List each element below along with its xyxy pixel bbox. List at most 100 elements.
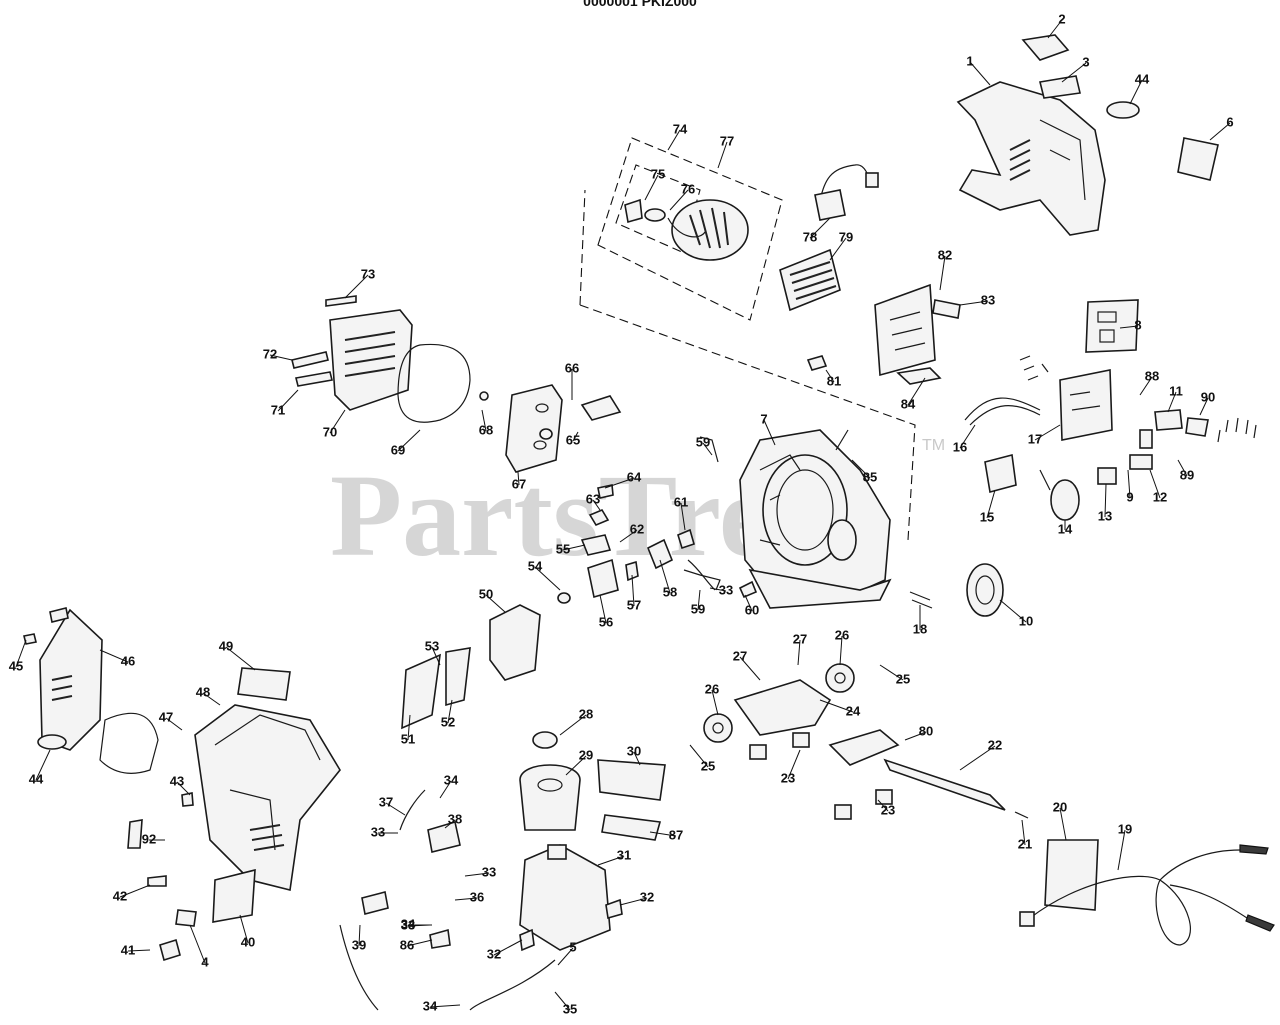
callout-36: 36 xyxy=(470,889,484,904)
callout-63: 63 xyxy=(586,491,600,506)
callout-22: 22 xyxy=(988,737,1002,752)
callout-11: 11 xyxy=(1169,383,1183,398)
stator-group-box xyxy=(597,137,783,321)
control-panel xyxy=(964,299,1257,521)
callout-15: 15 xyxy=(980,509,994,524)
callout-25: 25 xyxy=(701,758,715,773)
leader-line-56 xyxy=(599,594,607,624)
leader-line-68 xyxy=(481,409,487,432)
callout-23: 23 xyxy=(881,802,895,817)
chassis-wheels xyxy=(703,663,1029,820)
leader-line-60 xyxy=(744,594,753,612)
callout-73: 73 xyxy=(361,266,375,281)
callout-10: 10 xyxy=(1019,613,1033,628)
callout-79: 79 xyxy=(839,229,853,244)
leader-line-79 xyxy=(829,237,847,261)
callout-72: 72 xyxy=(263,346,277,361)
leader-line-49 xyxy=(225,646,256,671)
callout-7: 7 xyxy=(760,411,767,426)
leader-line-33 xyxy=(464,872,490,877)
control-panel-decal xyxy=(1085,299,1139,353)
callout-74: 74 xyxy=(673,121,688,136)
callout-45: 45 xyxy=(9,658,23,673)
leader-line-72 xyxy=(269,354,293,361)
callout-39: 39 xyxy=(352,937,366,952)
leader-line-83 xyxy=(959,300,989,306)
callout-52: 52 xyxy=(441,714,455,729)
leader-line-52 xyxy=(447,699,453,724)
callout-70: 70 xyxy=(323,424,337,439)
leader-line-82 xyxy=(939,255,946,291)
callout-66: 66 xyxy=(565,360,579,375)
handle-22 xyxy=(883,758,1006,811)
leader-line-59 xyxy=(702,442,713,456)
leader-line-61 xyxy=(680,502,686,531)
callout-4: 4 xyxy=(201,954,209,969)
callout-25: 25 xyxy=(896,671,910,686)
callout-33: 33 xyxy=(401,917,415,932)
leader-line-57 xyxy=(631,574,635,607)
callout-35: 35 xyxy=(563,1001,577,1016)
leader-line-5 xyxy=(557,947,574,966)
leader-line-27 xyxy=(739,656,761,681)
callout-57: 57 xyxy=(627,597,641,612)
callout-62: 62 xyxy=(630,521,644,536)
callout-26: 26 xyxy=(835,627,849,642)
leader-line-62 xyxy=(619,529,638,543)
leader-line-2 xyxy=(1047,19,1063,39)
callout-12: 12 xyxy=(1153,489,1167,504)
leader-line-47 xyxy=(165,717,183,731)
callout-19: 19 xyxy=(1118,821,1132,836)
callout-2: 2 xyxy=(1058,11,1065,26)
leader-line-3 xyxy=(1061,62,1087,83)
leader-line-21 xyxy=(1021,819,1026,846)
leader-line-1 xyxy=(969,61,991,86)
leader-line-29 xyxy=(565,755,587,776)
leader-line-32 xyxy=(619,897,648,906)
leader-line-33 xyxy=(709,587,727,592)
bracket-80 xyxy=(828,729,900,766)
engine-group-box xyxy=(579,189,916,541)
leader-line-44 xyxy=(1129,79,1143,105)
callout-37: 37 xyxy=(379,794,393,809)
leader-line-75 xyxy=(644,174,659,201)
leader-line-31 xyxy=(597,855,625,866)
callout-68: 68 xyxy=(479,422,493,437)
gasket-69 xyxy=(397,343,471,423)
flywheel-cover xyxy=(779,248,841,312)
leader-line-80 xyxy=(904,731,927,741)
callout-69: 69 xyxy=(391,442,405,457)
leader-line-26 xyxy=(711,689,719,716)
callout-54: 54 xyxy=(528,558,543,573)
top-cover-assembly xyxy=(956,34,1219,236)
callout-92: 92 xyxy=(142,831,156,846)
leader-line-35 xyxy=(554,991,571,1011)
leader-line-89 xyxy=(1177,459,1188,477)
watermark: PartsTree xyxy=(330,450,824,581)
callout-14: 14 xyxy=(1058,521,1073,536)
leader-line-40 xyxy=(239,914,249,944)
leader-line-16 xyxy=(959,424,976,449)
leader-line-32 xyxy=(493,939,523,956)
callout-61: 61 xyxy=(674,494,688,509)
leader-line-9 xyxy=(1127,469,1131,499)
callout-3: 3 xyxy=(1082,54,1089,69)
callout-77: 77 xyxy=(720,133,734,148)
leader-line-64 xyxy=(604,477,635,489)
leader-line-44 xyxy=(35,749,51,781)
leader-line-88 xyxy=(1139,376,1153,396)
front-panel xyxy=(127,667,341,962)
callout-71: 71 xyxy=(271,402,285,417)
callout-90: 90 xyxy=(1201,389,1215,404)
leader-line-51 xyxy=(407,714,411,741)
ignition-and-covers xyxy=(779,164,961,385)
callout-labels: 1234567891011121314151617181920212223232… xyxy=(9,11,1234,1016)
leader-line-37 xyxy=(385,802,406,816)
callout-76: 76 xyxy=(681,181,695,196)
charging-cable xyxy=(1019,839,1275,946)
leader-line-23 xyxy=(787,749,801,780)
leader-line-81 xyxy=(825,369,835,383)
leader-line-84 xyxy=(907,377,926,406)
callout-33: 33 xyxy=(719,582,733,597)
muffler-assembly xyxy=(291,295,622,473)
